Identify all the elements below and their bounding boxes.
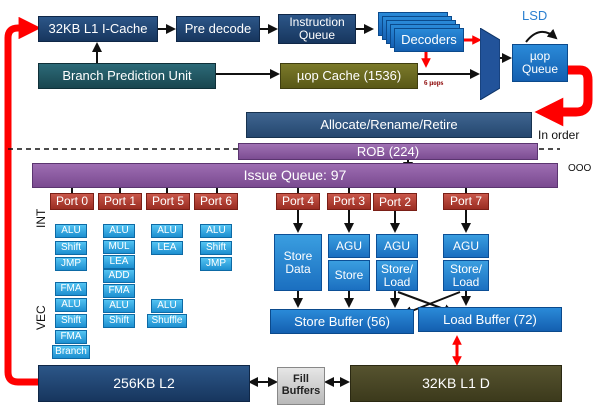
port6-int-alu: ALU (200, 224, 232, 238)
load-buffer: Load Buffer (72) (418, 307, 562, 332)
decoder-mux (480, 28, 500, 100)
port2-store-load: Store/ Load (376, 260, 418, 291)
vec-label: VEC (34, 305, 48, 330)
port6-int-shift: Shift (200, 241, 232, 255)
port0-vec-fma2: FMA (55, 330, 87, 344)
port-7: Port 7 (443, 193, 489, 210)
rob: ROB (224) (238, 143, 538, 160)
ooo-label: OOO (568, 163, 592, 174)
port-4: Port 4 (276, 193, 320, 210)
l1-icache: 32KB L1 I-Cache (38, 16, 158, 42)
port0-int-jmp: JMP (55, 257, 87, 271)
port0-vec-branch: Branch (52, 345, 90, 359)
branch-prediction-unit: Branch Prediction Unit (38, 63, 216, 89)
port6-int-jmp: JMP (200, 257, 232, 271)
port5-int-alu: ALU (151, 224, 183, 238)
port2-agu: AGU (376, 234, 418, 258)
uop-cache-note: 6 µops (424, 79, 444, 87)
port0-vec-alu: ALU (55, 298, 87, 312)
port-5: Port 5 (146, 193, 190, 210)
instruction-queue: Instruction Queue (278, 14, 356, 44)
port0-int-shift: Shift (55, 241, 87, 255)
port-0: Port 0 (50, 193, 94, 210)
uop-queue: µop Queue (512, 44, 568, 82)
decoders: Decoders (394, 28, 464, 52)
port0-int-alu: ALU (55, 224, 87, 238)
store-data-unit: Store Data (274, 234, 322, 291)
port1-vec-fma: FMA (103, 284, 135, 298)
port1-vec-shift: Shift (103, 314, 135, 328)
int-label: INT (34, 208, 48, 228)
port5-vec-alu: ALU (151, 299, 183, 313)
lsd-label: LSD (522, 8, 548, 23)
port7-store-load: Store/ Load (443, 260, 489, 291)
uop-cache: µop Cache (1536) (280, 63, 418, 89)
uopqueue-allocate-arrow (534, 65, 593, 127)
port5-int-lea: LEA (151, 241, 183, 255)
l2-cache: 256KB L2 (38, 365, 250, 402)
port7-agu: AGU (443, 234, 489, 258)
port1-int-alu: ALU (103, 224, 135, 238)
port-2: Port 2 (373, 193, 417, 211)
port0-vec-fma: FMA (55, 282, 87, 296)
port-3: Port 3 (327, 193, 371, 210)
store-buffer: Store Buffer (56) (270, 309, 414, 334)
port0-vec-shift: Shift (55, 314, 87, 328)
fill-buffers: Fill Buffers (277, 367, 325, 405)
port1-int-mul: MUL (103, 240, 135, 254)
allocate-rename-retire: Allocate/Rename/Retire (246, 112, 532, 138)
l2-icache-loop (4, 16, 41, 386)
port-6: Port 6 (194, 193, 238, 210)
issue-queue: Issue Queue: 97 (32, 163, 558, 188)
port3-agu: AGU (328, 234, 370, 258)
in-order-label: In order (538, 128, 580, 142)
port1-vec-alu: ALU (103, 299, 135, 313)
pre-decode: Pre decode (176, 16, 260, 42)
port-1: Port 1 (98, 193, 142, 210)
port3-store: Store (328, 260, 370, 291)
port1-int-lea: LEA (103, 255, 135, 269)
port1-int-add: ADD (103, 269, 135, 283)
l1d-cache: 32KB L1 D (350, 365, 562, 402)
port5-vec-shuffle: Shuffle (147, 314, 187, 328)
